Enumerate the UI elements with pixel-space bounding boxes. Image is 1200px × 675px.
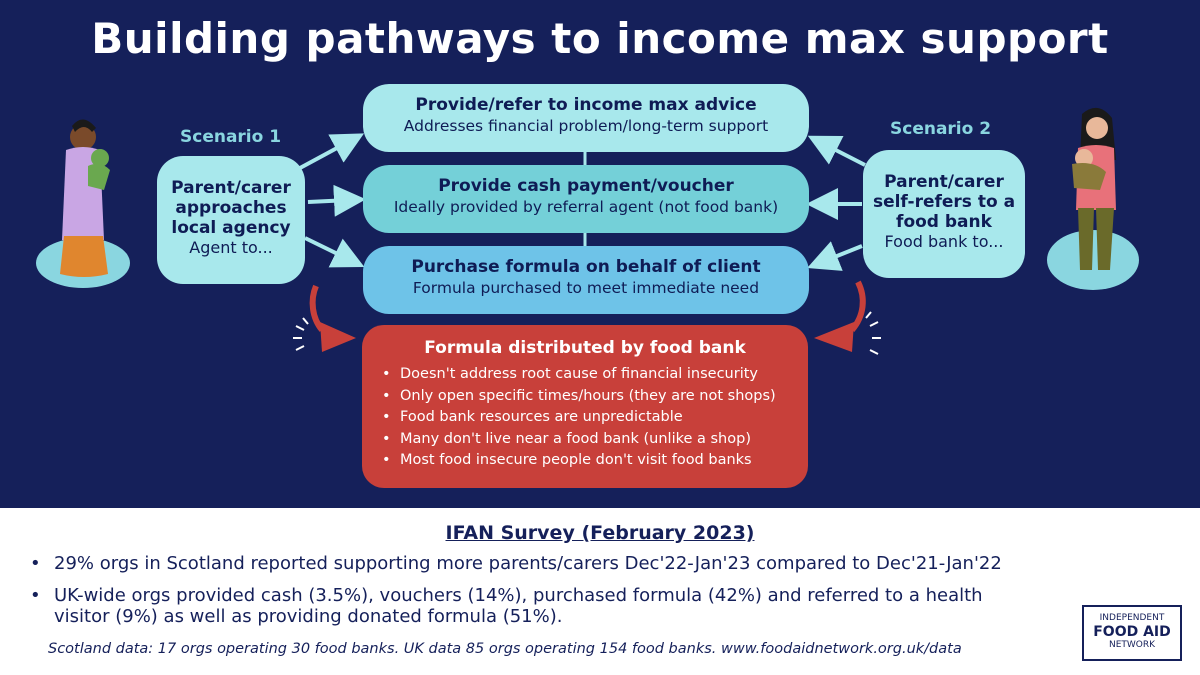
- option-sub: Addresses financial problem/long-term su…: [403, 117, 769, 135]
- survey-bullet: • UK-wide orgs provided cash (3.5%), vou…: [30, 585, 1030, 627]
- scenario-2-sub: Food bank to...: [884, 232, 1004, 251]
- option-heading: Purchase formula on behalf of client: [411, 257, 761, 277]
- survey-panel: IFAN Survey (February 2023) • 29% orgs i…: [0, 508, 1200, 675]
- arrow-s2-income-max: [807, 135, 866, 167]
- page-title: Building pathways to income max support: [91, 14, 1109, 63]
- survey-title: IFAN Survey (February 2023): [445, 522, 755, 544]
- option-income-max-box: Provide/refer to income max advice Addre…: [363, 84, 809, 152]
- option-sub: Ideally provided by referral agent (not …: [393, 198, 779, 216]
- foodbank-bullet: Only open specific times/hours (they are…: [382, 386, 798, 408]
- scenario-1-box: Parent/carer approaches local agency Age…: [157, 156, 305, 284]
- ifan-logo: INDEPENDENT FOOD AID NETWORK: [1082, 605, 1182, 661]
- option-heading: Provide/refer to income max advice: [415, 95, 757, 115]
- scenario-1-heading-line: approaches: [175, 198, 287, 218]
- scenario-2-heading-line: self-refers to a: [872, 192, 1016, 212]
- survey-bullet: • 29% orgs in Scotland reported supporti…: [30, 553, 1160, 574]
- scenario-2-heading-line: food bank: [896, 212, 992, 232]
- scenario-1-label: Scenario 1: [180, 127, 282, 147]
- burst-icon-left: [293, 317, 309, 351]
- option-formula-box: Purchase formula on behalf of client For…: [363, 246, 809, 314]
- flow-arrows: [36, 107, 1139, 355]
- survey-bullet-text: UK-wide orgs provided cash (3.5%), vouch…: [54, 585, 983, 627]
- red-arrow-left-head: [320, 322, 356, 352]
- scenario-1-sub: Agent to...: [189, 238, 273, 257]
- parent-with-baby-illustration-right: [1047, 107, 1139, 290]
- foodbank-bullet: Many don't live near a food bank (unlike…: [382, 429, 798, 451]
- parent-with-baby-illustration-left: [36, 119, 130, 288]
- red-arrow-left-curve: [309, 284, 325, 332]
- option-heading: Provide cash payment/voucher: [438, 176, 734, 196]
- logo-line: NETWORK: [1108, 640, 1156, 650]
- option-cash-box: Provide cash payment/voucher Ideally pro…: [363, 165, 809, 233]
- bullet-dot: •: [30, 585, 41, 606]
- infographic-panel: Building pathways to income max support: [0, 0, 1200, 508]
- logo-line: INDEPENDENT: [1099, 613, 1165, 623]
- scenario-1-heading-line: local agency: [171, 218, 291, 238]
- arrow-s1-cash: [307, 184, 366, 217]
- foodbank-bullet: Doesn't address root cause of financial …: [382, 364, 798, 386]
- bullet-dot: •: [30, 553, 41, 574]
- arrow-s1-formula: [304, 236, 365, 268]
- data-source-note: Scotland data: 17 orgs operating 30 food…: [48, 641, 962, 657]
- foodbank-heading: Formula distributed by food bank: [424, 338, 746, 358]
- red-arrow-right-head: [814, 322, 854, 352]
- red-arrow-right-curve: [849, 280, 866, 332]
- foodbank-bullet-list: Doesn't address root cause of financial …: [372, 364, 798, 472]
- scenario-2-box: Parent/carer self-refers to a food bank …: [863, 150, 1025, 278]
- arrow-s1-income-max: [299, 133, 365, 170]
- foodbank-box: Formula distributed by food bank Doesn't…: [362, 325, 808, 488]
- scenario-2-heading-line: Parent/carer: [884, 172, 1004, 192]
- burst-icon-right: [865, 311, 881, 355]
- arrow-s2-formula: [807, 241, 863, 271]
- scenario-1-heading-line: Parent/carer: [171, 178, 291, 198]
- survey-bullet-text: 29% orgs in Scotland reported supporting…: [54, 553, 1002, 574]
- scenario-2-label: Scenario 2: [890, 119, 992, 139]
- foodbank-bullet: Food bank resources are unpredictable: [382, 407, 798, 429]
- option-sub: Formula purchased to meet immediate need: [412, 279, 760, 297]
- foodbank-bullet: Most food insecure people don't visit fo…: [382, 450, 798, 472]
- logo-line: FOOD AID: [1093, 624, 1171, 640]
